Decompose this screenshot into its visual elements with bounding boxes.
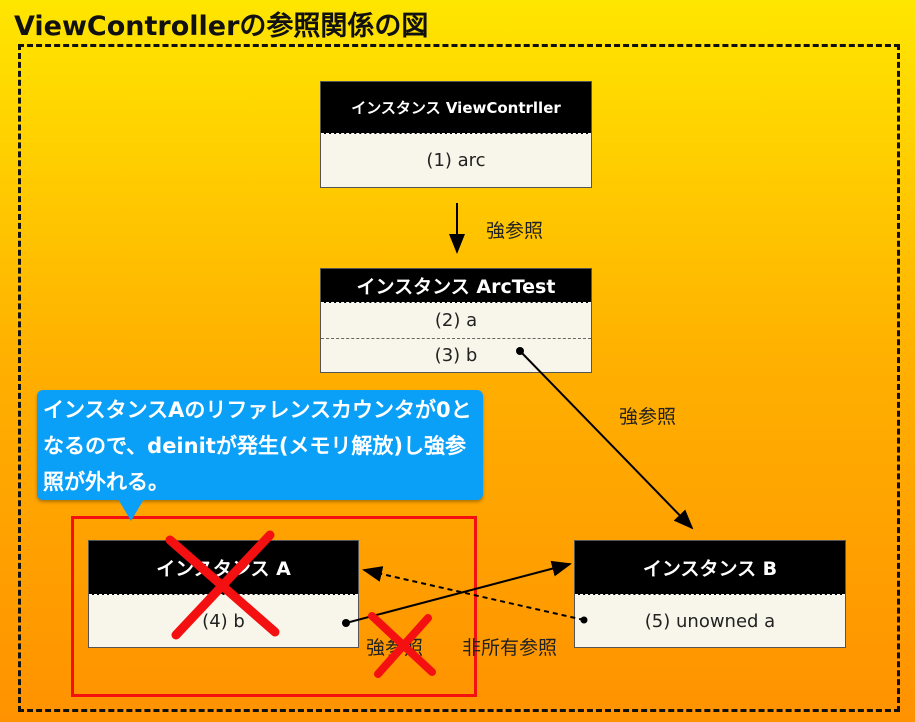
- diagram-title: ViewControllerの参照関係の図: [14, 11, 429, 42]
- label-unowned-ref: 非所有参照: [462, 637, 558, 659]
- box-header: インスタンス A: [89, 541, 358, 595]
- box-header: インスタンス ViewContrller: [321, 82, 591, 134]
- box-row: (1) arc: [426, 150, 486, 171]
- arrow-a-to-b: [345, 560, 572, 624]
- label-strong-ref: 強参照: [619, 406, 677, 428]
- callout-tail: [118, 499, 144, 521]
- box-row: (3) b: [321, 338, 591, 372]
- arrow-arctest-to-b: [519, 350, 694, 530]
- arrow-b-to-a-dashed: [362, 566, 585, 621]
- box-row: (5) unowned a: [644, 610, 776, 632]
- box-instance-a: インスタンス A (4) b: [88, 540, 359, 648]
- highlight-box: [71, 516, 477, 697]
- box-row: (4) b: [202, 610, 245, 632]
- box-row: (2) a: [434, 310, 478, 331]
- box-viewcontroller: インスタンス ViewContrller (1) arc: [320, 81, 592, 188]
- box-header: インスタンス ArcTest: [321, 269, 591, 303]
- box-instance-b: インスタンス B (5) unowned a: [574, 540, 846, 648]
- cross-icon: [165, 530, 436, 678]
- label-strong-ref: 強参照: [486, 220, 544, 242]
- callout-note: インスタンスAのリファレンスカウンタが0となるので、deinitが発生(メモリ解…: [37, 390, 483, 500]
- box-arctest: インスタンス ArcTest (2) a (3) b: [320, 268, 592, 373]
- diagram-frame: [18, 44, 900, 712]
- box-header: インスタンス B: [575, 541, 845, 595]
